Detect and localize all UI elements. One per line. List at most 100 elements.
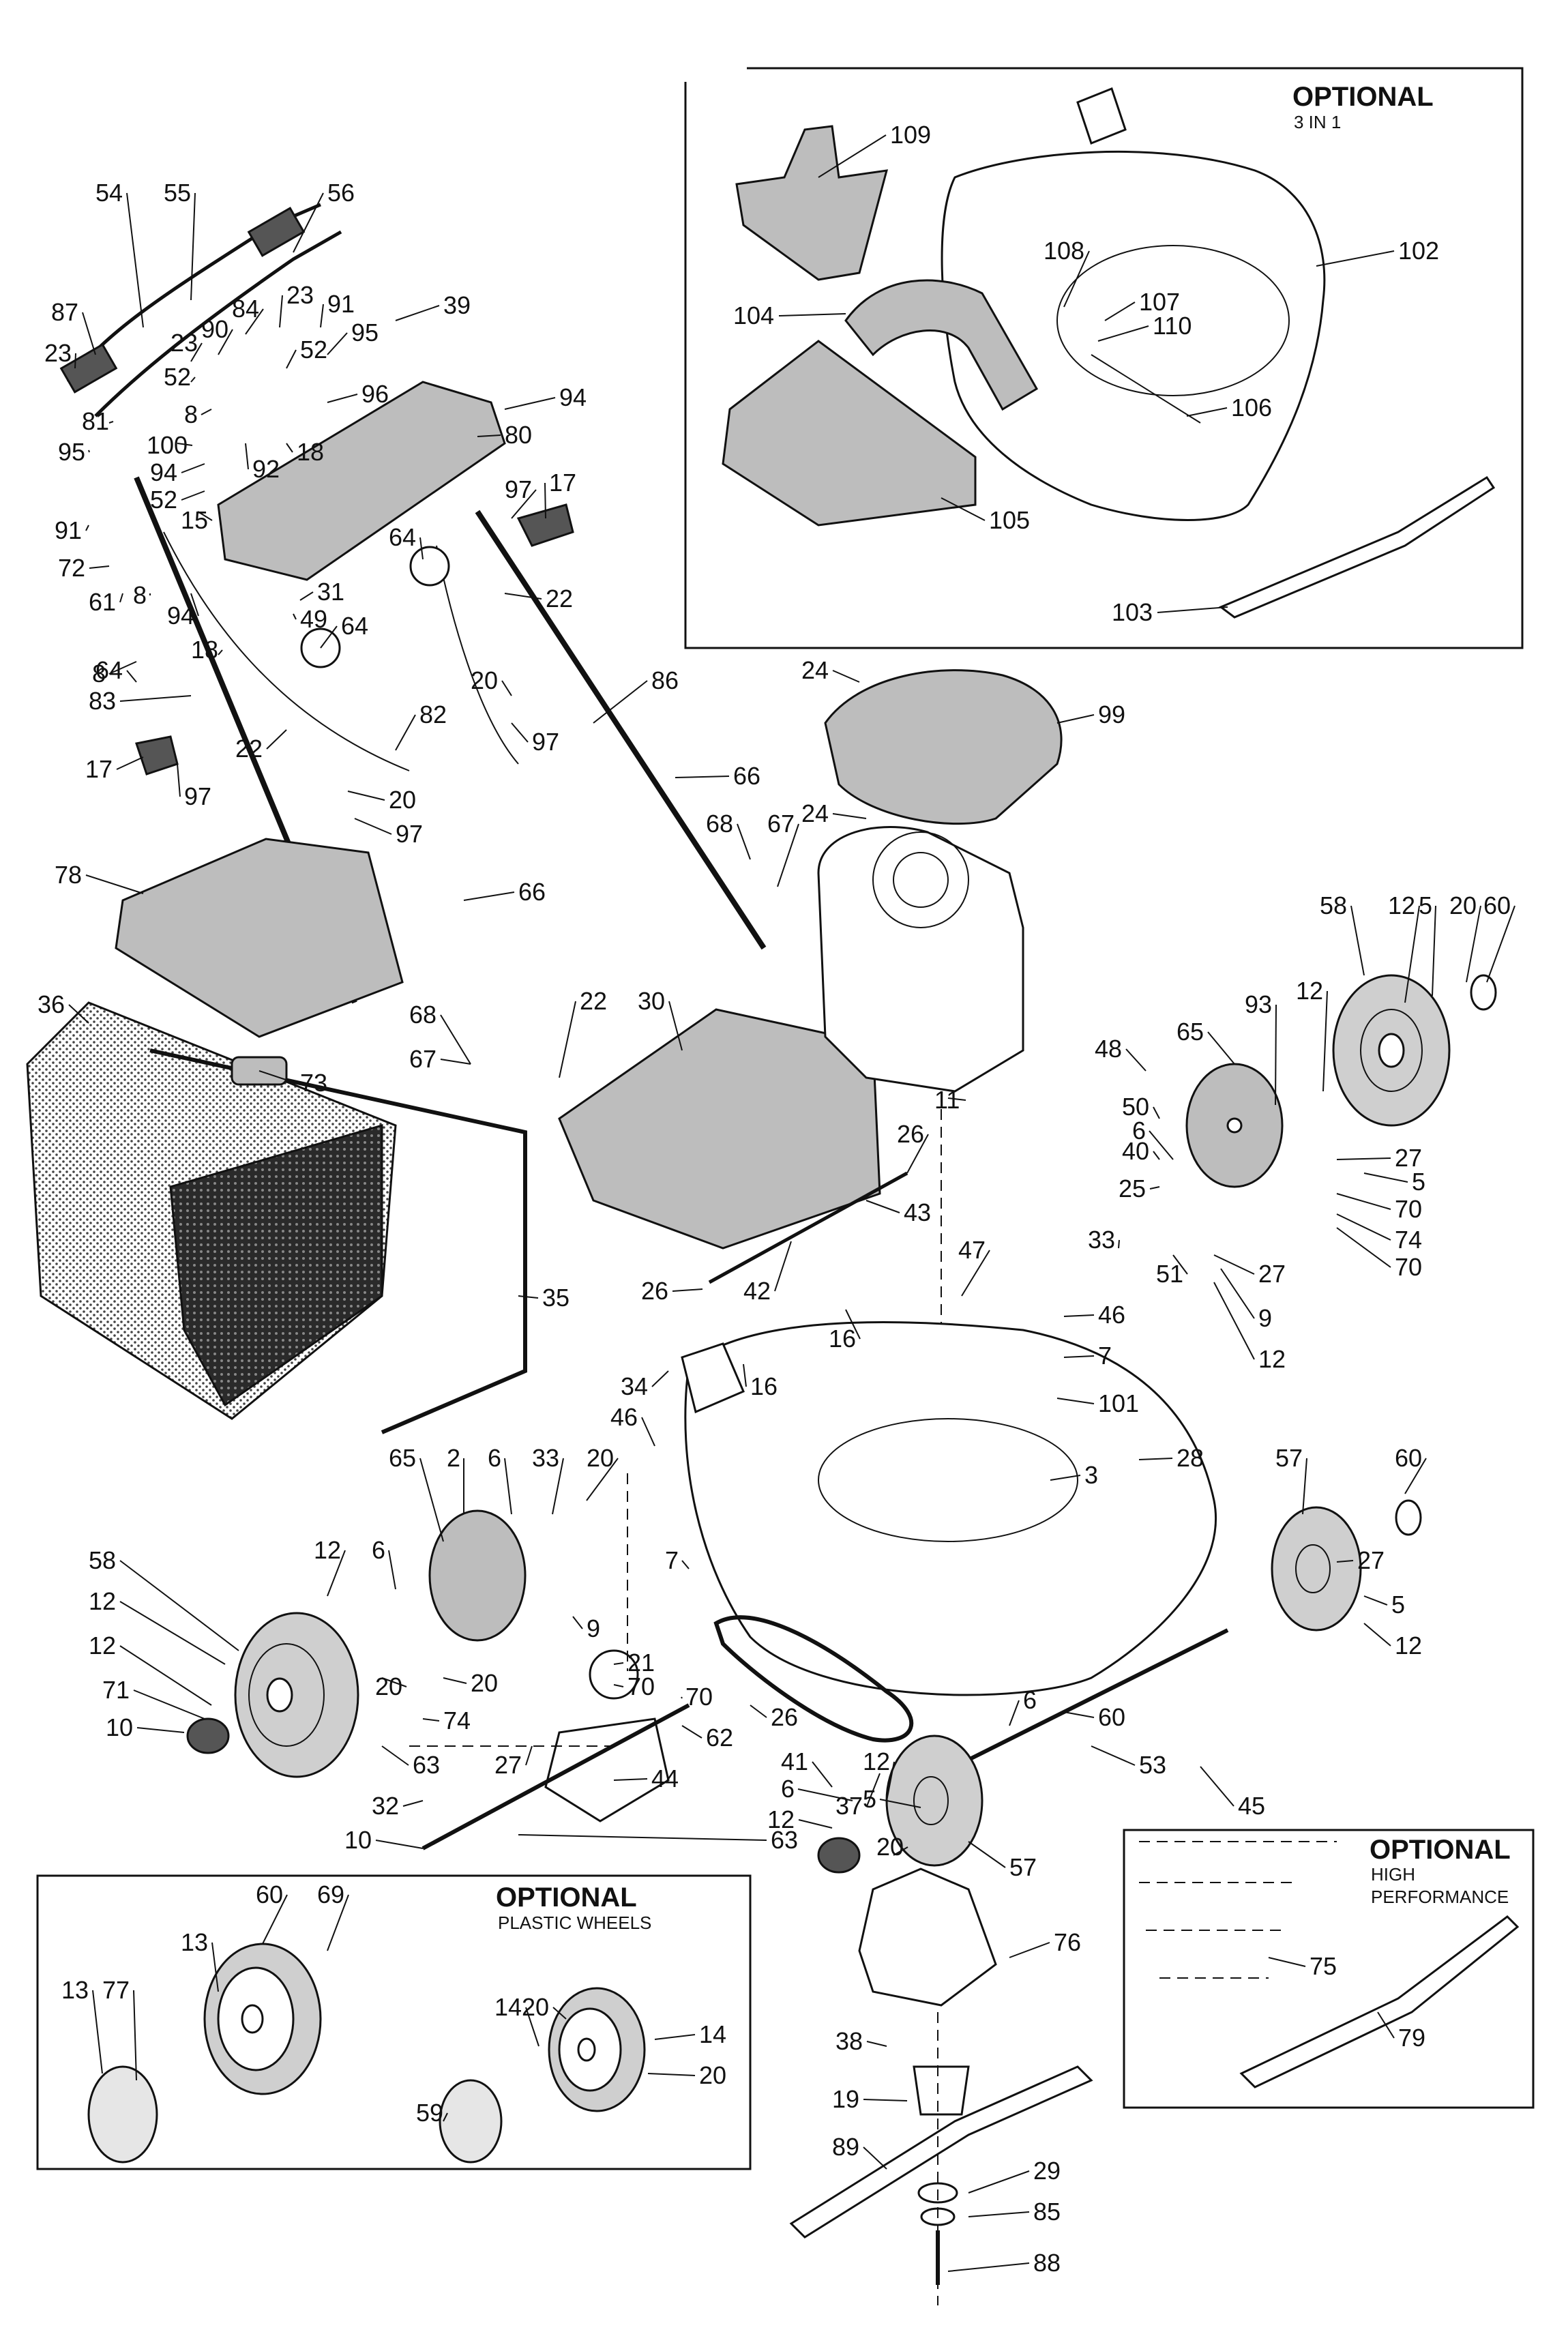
lever-106 bbox=[1091, 354, 1201, 424]
leader-line-9 bbox=[572, 1616, 583, 1629]
part-label-20: 20 bbox=[389, 786, 416, 814]
gearbox-37 bbox=[544, 1717, 670, 1822]
mulching-plug-105 bbox=[722, 340, 977, 527]
engine-11 bbox=[817, 826, 1024, 1555]
high-performance-blade-98 bbox=[1239, 1915, 1520, 2089]
part-label-109: 109 bbox=[890, 121, 931, 149]
leader-line-66 bbox=[675, 776, 730, 778]
leader-line-109 bbox=[818, 134, 887, 178]
leader-line-33 bbox=[552, 1458, 564, 1515]
leader-line-67 bbox=[440, 1059, 471, 1065]
part-label-60: 60 bbox=[1098, 1703, 1125, 1731]
leader-line-12 bbox=[1363, 1623, 1391, 1647]
leader-line-26 bbox=[672, 1288, 703, 1292]
part-label-40: 40 bbox=[1122, 1137, 1149, 1165]
part-label-5: 5 bbox=[863, 1785, 876, 1813]
optional-box-3in1-subtitle: 3 IN 1 bbox=[1294, 112, 1341, 132]
optional-box-high-performance-subtitle-2: PERFORMANCE bbox=[1371, 1887, 1509, 1907]
part-label-12: 12 bbox=[1296, 977, 1323, 1005]
part-label-97: 97 bbox=[396, 820, 423, 848]
leader-line-61 bbox=[119, 593, 123, 603]
part-label-94: 94 bbox=[150, 458, 177, 486]
leader-line-90 bbox=[218, 329, 233, 355]
part-label-20: 20 bbox=[587, 1444, 614, 1472]
part-label-10: 10 bbox=[106, 1713, 133, 1741]
leader-line-63 bbox=[518, 1834, 767, 1841]
leader-line-8 bbox=[201, 409, 212, 415]
part-label-7: 7 bbox=[1098, 1342, 1112, 1370]
leader-line-94 bbox=[190, 593, 199, 617]
leader-line-64 bbox=[126, 670, 137, 683]
leader-line-66 bbox=[463, 891, 515, 901]
optional-box-plastic-wheels: OPTIONAL PLASTIC WHEELS bbox=[36, 1874, 752, 2170]
main-deck-28 bbox=[684, 1320, 1217, 1696]
leader-line-103 bbox=[1157, 606, 1228, 613]
leader-line-41 bbox=[812, 1761, 833, 1788]
part-label-27: 27 bbox=[1395, 1144, 1422, 1172]
leader-line-92 bbox=[245, 443, 249, 470]
wheel-58-left bbox=[234, 1612, 359, 1778]
leader-line-5 bbox=[1363, 1595, 1388, 1606]
leader-line-23 bbox=[74, 353, 76, 369]
part-label-19: 19 bbox=[832, 2085, 859, 2113]
part-label-27: 27 bbox=[1258, 1260, 1286, 1288]
leader-line-110 bbox=[1097, 325, 1149, 342]
leader-line-99 bbox=[1056, 714, 1095, 724]
part-label-11: 11 bbox=[934, 1086, 960, 1114]
leader-line-57 bbox=[968, 1841, 1006, 1868]
leader-line-58 bbox=[119, 1560, 239, 1651]
part-label-22: 22 bbox=[546, 585, 573, 612]
part-label-99: 99 bbox=[1098, 700, 1125, 728]
leader-line-7 bbox=[681, 1560, 690, 1569]
part-label-10: 10 bbox=[344, 1826, 372, 1854]
part-label-24: 24 bbox=[801, 656, 829, 684]
part-label-97: 97 bbox=[184, 782, 211, 810]
part-label-90: 90 bbox=[201, 315, 228, 343]
part-label-93: 93 bbox=[1245, 990, 1272, 1018]
part-label-6: 6 bbox=[1132, 1117, 1146, 1145]
part-label-74: 74 bbox=[1395, 1226, 1422, 1254]
part-label-37: 37 bbox=[835, 1792, 863, 1820]
optional-box-3in1-title: OPTIONAL bbox=[1292, 82, 1434, 112]
leader-line-13 bbox=[92, 1990, 103, 2074]
leader-line-83 bbox=[119, 695, 192, 702]
lower-handle-right bbox=[475, 510, 767, 950]
leader-line-24 bbox=[832, 813, 867, 819]
part-label-73: 73 bbox=[300, 1069, 327, 1097]
leader-line-76 bbox=[1009, 1942, 1050, 1958]
leader-line-14 bbox=[654, 2034, 696, 2040]
part-label-76: 76 bbox=[1054, 1928, 1081, 1956]
part-label-54: 54 bbox=[95, 179, 123, 207]
leader-line-5 bbox=[879, 1799, 921, 1808]
leader-line-106 bbox=[1186, 407, 1228, 417]
part-label-70: 70 bbox=[627, 1672, 655, 1700]
leader-line-6 bbox=[1149, 1130, 1174, 1160]
leader-line-23 bbox=[279, 295, 283, 328]
leader-line-58 bbox=[1350, 905, 1365, 976]
part-label-14: 14 bbox=[699, 2020, 726, 2048]
part-label-62: 62 bbox=[706, 1724, 733, 1752]
part-label-52: 52 bbox=[150, 486, 177, 514]
part-label-12: 12 bbox=[767, 1805, 795, 1833]
part-label-9: 9 bbox=[1258, 1304, 1272, 1332]
leader-line-64 bbox=[419, 537, 424, 560]
part-label-52: 52 bbox=[300, 336, 327, 364]
leader-line-64 bbox=[320, 625, 338, 649]
part-label-12: 12 bbox=[89, 1587, 116, 1615]
blade-adapter-89 bbox=[913, 2065, 970, 2116]
part-label-65: 65 bbox=[389, 1444, 416, 1472]
leader-line-26 bbox=[750, 1704, 767, 1718]
leader-line-5 bbox=[1432, 905, 1436, 997]
leader-line-70 bbox=[1336, 1193, 1391, 1210]
part-label-5: 5 bbox=[1391, 1591, 1405, 1619]
leader-line-51 bbox=[1172, 1254, 1188, 1275]
part-label-46: 46 bbox=[610, 1403, 638, 1431]
part-label-14: 14 bbox=[494, 1993, 522, 2021]
part-label-58: 58 bbox=[1320, 891, 1347, 919]
leader-line-14 bbox=[525, 2007, 539, 2047]
leader-line-35 bbox=[518, 1295, 539, 1299]
handle-assembly bbox=[59, 203, 767, 1004]
leader-line-25 bbox=[1149, 1186, 1160, 1190]
